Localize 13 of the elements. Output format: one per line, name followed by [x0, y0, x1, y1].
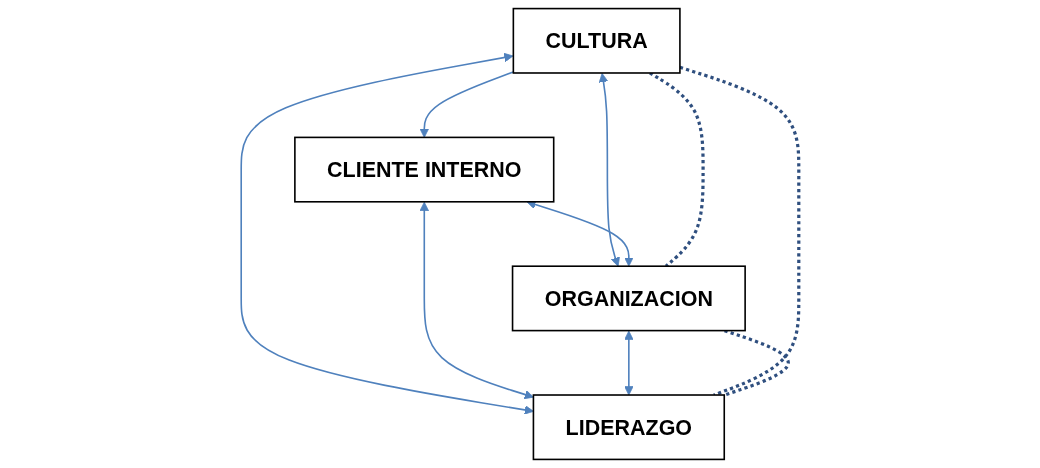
node-box: LIDERAZGO [532, 394, 726, 461]
arrow [419, 201, 534, 400]
arrow [240, 52, 534, 415]
arrow [526, 200, 634, 267]
node-box: CLIENTE INTERNO [294, 136, 555, 203]
node-box: CULTURA [512, 7, 681, 74]
arrow [419, 71, 515, 138]
connector [679, 65, 801, 397]
connector [649, 71, 705, 268]
connector [723, 329, 790, 397]
node-box: ORGANIZACION [511, 265, 746, 332]
arrow [624, 330, 634, 396]
arrow [598, 73, 620, 267]
